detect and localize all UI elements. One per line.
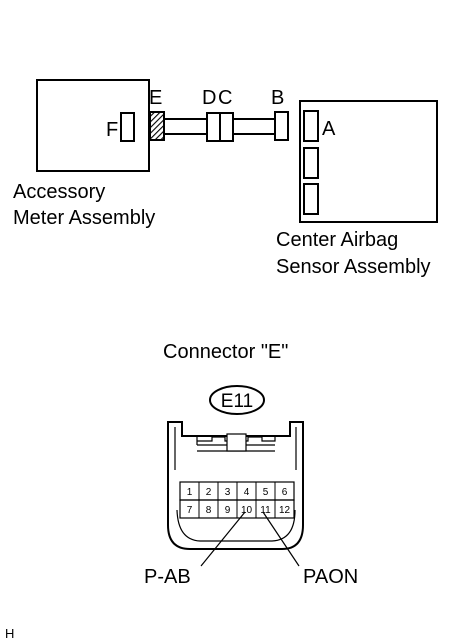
airbag-port-2 [303,147,319,179]
pin-cell [274,499,295,519]
connector-d [206,112,221,142]
pin-number: 3 [225,487,231,498]
footer-code: H [5,626,14,641]
center-airbag-sensor-box [299,100,438,223]
connector-view-title: Connector "E" [163,341,288,363]
connector-id-badge [209,385,265,415]
pin-number: 5 [263,487,269,498]
accessory-meter-name-line1: Accessory [13,181,105,203]
connector-c-label: C [218,87,232,109]
port-f-connector [120,112,135,142]
connector-lock-tab [196,436,276,452]
port-a-connector [303,110,319,142]
connector-id-text: E11 [221,391,253,412]
port-f-label: F [106,119,118,141]
accessory-meter-name-line2: Meter Assembly [13,207,155,229]
airbag-sensor-name-line1: Center Airbag [276,229,398,251]
lock-tab-center [226,433,247,452]
pin-number: 1 [187,487,193,498]
callout-p-ab: P-AB [144,566,191,588]
pin-number: 2 [206,487,212,498]
pin-number: 10 [241,505,253,516]
connector-b [274,111,289,141]
pin-number: 12 [279,505,291,516]
housing-inner-curve [176,509,296,542]
callout-line-p-ab [200,511,246,567]
connector-housing [167,421,304,550]
connector-c [219,112,234,142]
callout-paon: PAON [303,566,358,588]
port-a-label: A [322,118,336,140]
pin-number: 7 [187,505,193,516]
pin-number: 9 [225,505,231,516]
callout-line-paon [262,511,300,567]
airbag-sensor-name-line2: Sensor Assembly [276,256,431,278]
connector-d-label: D [202,87,216,109]
connector-e [149,111,165,141]
wiring-diagram: F Accessory Meter Assembly E D C B A Cen… [13,79,438,278]
connector-b-label: B [271,87,284,109]
pin-number: 4 [244,487,250,498]
airbag-port-3 [303,183,319,215]
pin-number: 8 [206,505,212,516]
pin-number: 11 [260,505,271,516]
pin-number: 6 [282,487,288,498]
connector-e-label: E [149,87,162,109]
